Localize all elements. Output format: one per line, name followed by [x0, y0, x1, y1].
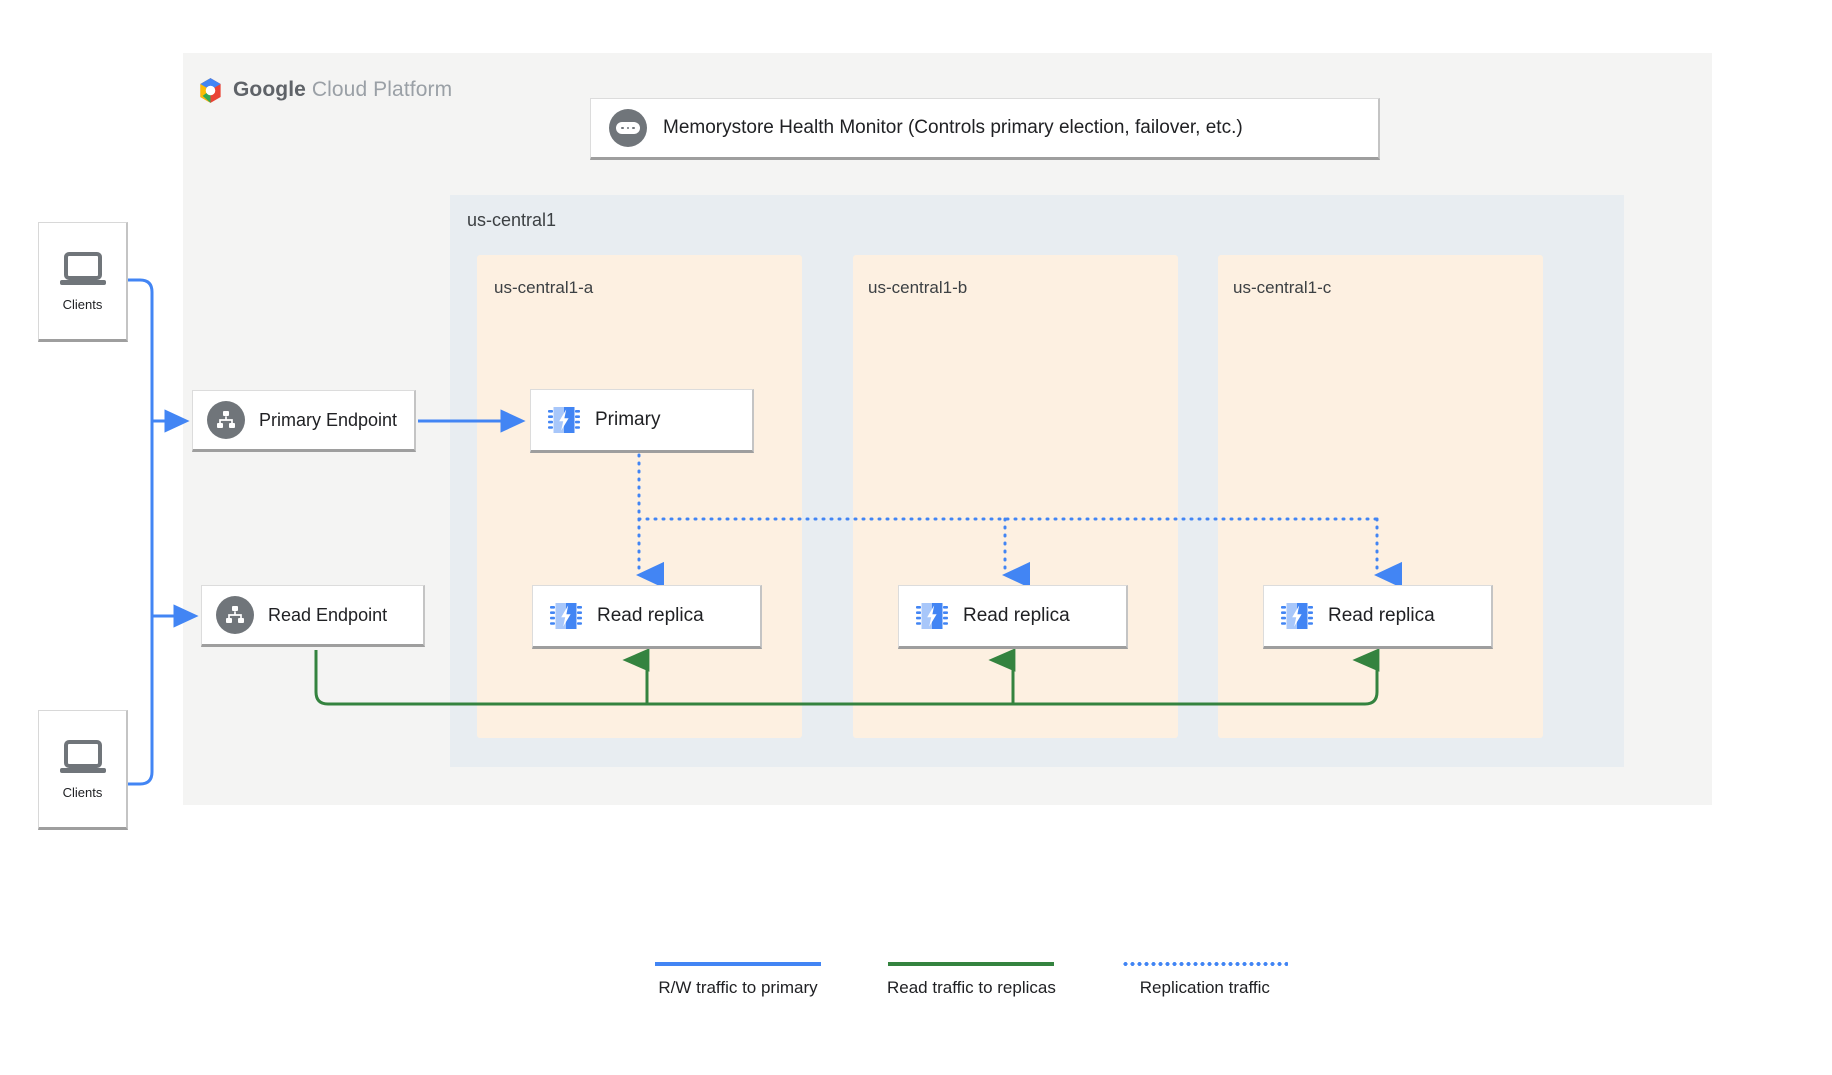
health-monitor-card[interactable]: Memorystore Health Monitor (Controls pri…: [590, 98, 1380, 160]
read-replica-card-zone-b[interactable]: Read replica: [898, 585, 1128, 649]
legend-label-rw-traffic: R/W traffic to primary: [658, 978, 818, 997]
network-tree-glyph: [217, 411, 235, 428]
client-label: Clients: [62, 784, 103, 800]
google-cloud-platform-branding: Google Cloud Platform: [197, 75, 452, 105]
client-bus-line: [128, 278, 154, 786]
legend-label-read-traffic: Read traffic to replicas: [887, 978, 1056, 997]
network-tree-glyph: [226, 606, 244, 623]
zone-container-us-central1-b: [853, 255, 1178, 738]
legend-label-replication-traffic: Replication traffic: [1139, 978, 1270, 997]
legend-swatch-green-solid: [888, 962, 1055, 966]
brand-google: Google: [233, 78, 306, 101]
legend-item-rw-traffic: R/W traffic to primary: [655, 962, 821, 998]
zone-label-us-central1-c: us-central1-c: [1233, 278, 1332, 297]
read-replica-label: Read replica: [597, 605, 704, 626]
health-monitor-label: Memorystore Health Monitor (Controls pri…: [663, 117, 1243, 138]
read-replica-card-zone-c[interactable]: Read replica: [1263, 585, 1493, 649]
region-label: us-central1: [467, 210, 557, 230]
google-cloud-hexagon-icon: [200, 77, 221, 103]
legend-item-replication-traffic: Replication traffic: [1121, 962, 1288, 998]
primary-endpoint-label: Primary Endpoint: [259, 409, 398, 430]
client-node-top[interactable]: Clients: [38, 222, 128, 342]
legend-swatch-blue-dotted: [1121, 962, 1288, 966]
read-replica-label: Read replica: [1328, 605, 1435, 626]
network-tree-icon: [207, 401, 245, 439]
laptop-icon: [59, 251, 106, 285]
zone-container-us-central1-c: [1218, 255, 1543, 738]
google-cloud-platform-wordmark: Google Cloud Platform: [233, 78, 452, 102]
memorystore-chip-icon: [916, 603, 948, 629]
primary-node-card[interactable]: Primary: [530, 389, 754, 453]
memorystore-chip-icon: [550, 603, 582, 629]
zone-label-us-central1-a: us-central1-a: [494, 278, 594, 297]
primary-node-label: Primary: [595, 409, 661, 430]
network-tree-icon: [216, 596, 254, 634]
client-label: Clients: [62, 296, 103, 312]
memorystore-chip-icon: [548, 407, 580, 433]
health-monitor-dots-icon: [609, 109, 647, 147]
brand-cloud-platform: Cloud Platform: [311, 78, 453, 101]
zone-label-us-central1-b: us-central1-b: [868, 278, 968, 297]
read-endpoint-card[interactable]: Read Endpoint: [201, 585, 425, 647]
laptop-icon: [59, 739, 106, 773]
memorystore-chip-icon: [1281, 603, 1313, 629]
zone-container-us-central1-a: [477, 255, 802, 738]
read-endpoint-label: Read Endpoint: [268, 604, 388, 625]
legend-item-read-traffic: Read traffic to replicas: [887, 962, 1056, 998]
client-node-bottom[interactable]: Clients: [38, 710, 128, 830]
read-replica-label: Read replica: [963, 605, 1070, 626]
legend-swatch-blue-solid: [655, 962, 821, 966]
read-replica-card-zone-a[interactable]: Read replica: [532, 585, 762, 649]
primary-endpoint-card[interactable]: Primary Endpoint: [192, 390, 416, 452]
legend: R/W traffic to primary Read traffic to r…: [655, 962, 1288, 998]
